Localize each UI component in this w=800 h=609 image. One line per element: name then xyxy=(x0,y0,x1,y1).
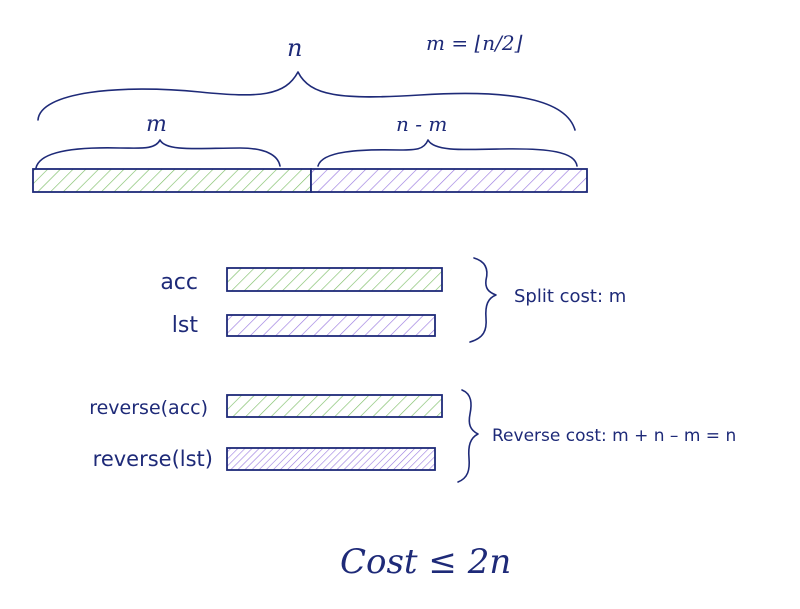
list-second-half-bar xyxy=(310,168,588,193)
total-cost-text: Cost ≤ 2n xyxy=(340,542,511,582)
list-first-half-bar xyxy=(32,168,312,193)
split-cost-text: Split cost: m xyxy=(514,286,626,307)
n-minus-m-brace xyxy=(317,139,578,167)
reverse-lst-label: reverse(lst) xyxy=(93,447,213,471)
reverse-cost-brace xyxy=(457,389,479,483)
reverse-acc-label: reverse(acc) xyxy=(89,397,208,419)
m-definition: m = ⌊n/2⌋ xyxy=(426,31,523,55)
acc-bar xyxy=(226,267,443,292)
lst-bar xyxy=(226,314,436,337)
reverse-cost-text: Reverse cost: m + n – m = n xyxy=(492,426,736,446)
n-label: n xyxy=(287,34,302,62)
lst-label: lst xyxy=(172,313,199,338)
n-brace xyxy=(37,71,576,131)
split-cost-brace xyxy=(469,257,497,343)
reverse-lst-bar xyxy=(226,447,436,471)
m-label: m xyxy=(146,112,167,137)
acc-label: acc xyxy=(160,270,198,295)
n-minus-m-label: n - m xyxy=(396,112,447,136)
m-brace xyxy=(35,139,281,169)
reverse-acc-bar xyxy=(226,394,443,418)
